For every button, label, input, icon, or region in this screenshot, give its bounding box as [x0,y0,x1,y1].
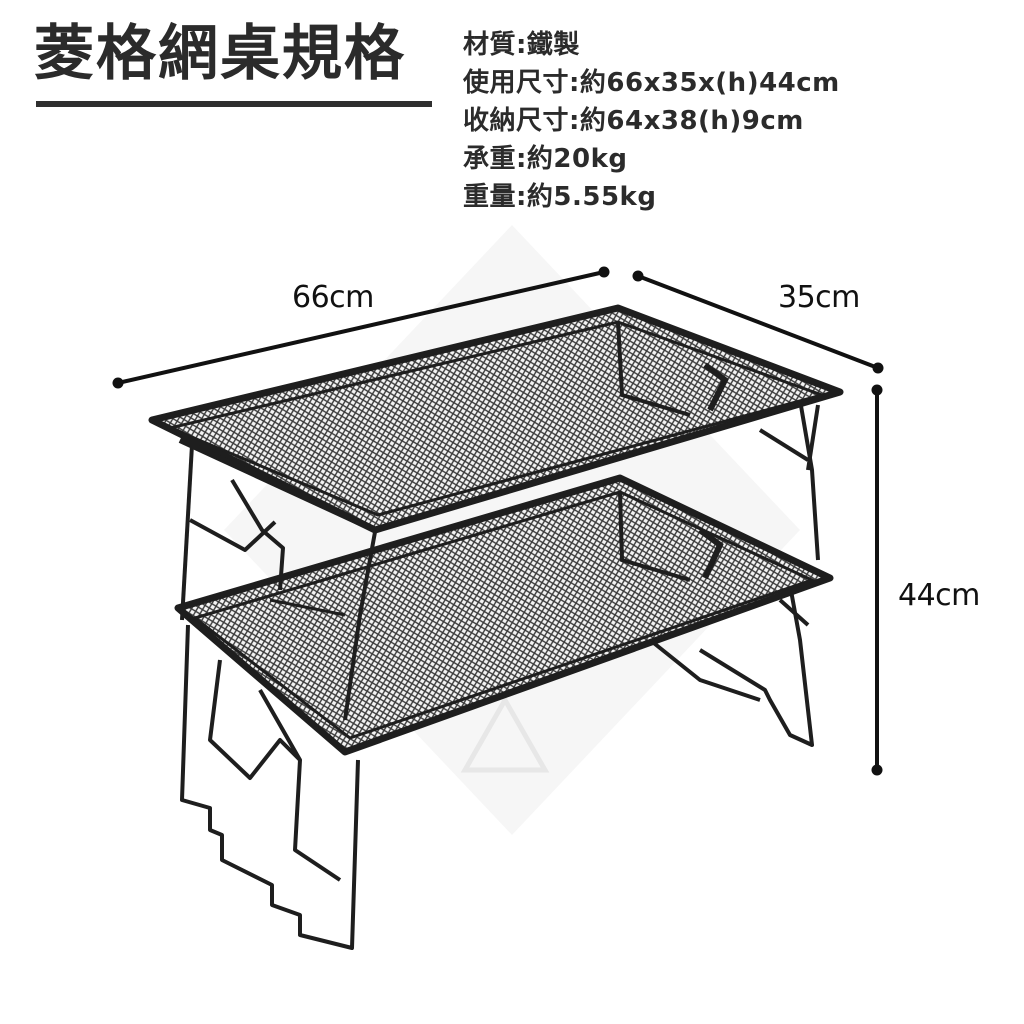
dimension-line-height [871,384,883,776]
spec-material: 材質:鐵製 [463,30,580,60]
top-table-legs [180,399,820,721]
watermark-tent-icon [460,694,550,773]
top-shelf [148,304,844,534]
spec-weight: 重量:約5.55kg [463,182,657,212]
spec-load-capacity: 承重:約20kg [463,144,628,174]
dimension-label-width: 35cm [778,280,860,315]
spec-storage-size: 收納尺寸:約64x38(h)9cm [463,106,804,136]
dimension-line-width [632,270,884,374]
spec-list: 材質:鐵製 使用尺寸:約66x35x(h)44cm 收納尺寸:約64x38(h)… [463,26,840,216]
bottom-shelf [174,474,834,756]
dimension-label-height: 44cm [898,578,980,613]
bottom-table-legs [180,584,814,950]
title-underline [36,101,432,107]
dimension-label-length: 66cm [292,280,374,315]
page-title: 菱格網桌規格 [34,19,406,89]
dimension-line-length [112,266,610,389]
spec-usage-size: 使用尺寸:約66x35x(h)44cm [463,68,840,98]
